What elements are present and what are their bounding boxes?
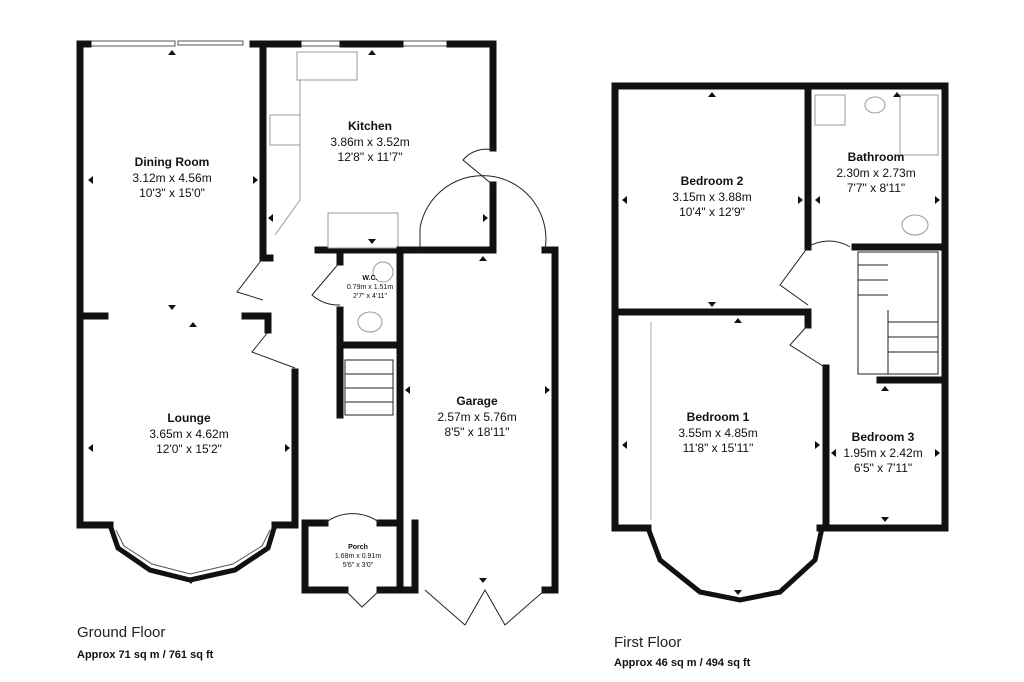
sliding-door — [177, 40, 244, 46]
svg-text:Garage: Garage — [456, 394, 498, 408]
room-bedroom-1: Bedroom 1 3.55m x 4.85m 11'8" x 15'11" — [678, 410, 757, 455]
svg-text:3.86m x 3.52m: 3.86m x 3.52m — [330, 135, 409, 149]
svg-text:2'7" x 4'11": 2'7" x 4'11" — [353, 293, 387, 300]
room-dining: Dining Room 3.12m x 4.56m 10'3" x 15'0" — [132, 155, 211, 200]
svg-text:1.95m x 2.42m: 1.95m x 2.42m — [843, 446, 922, 460]
svg-text:Bathroom: Bathroom — [848, 150, 905, 164]
room-bedroom-2: Bedroom 2 3.15m x 3.88m 10'4" x 12'9" — [672, 174, 751, 219]
svg-text:10'3" x 15'0": 10'3" x 15'0" — [139, 186, 205, 200]
svg-text:Porch: Porch — [348, 544, 368, 551]
svg-text:Dining Room: Dining Room — [135, 155, 210, 169]
svg-text:Bedroom 2: Bedroom 2 — [681, 174, 744, 188]
svg-text:Bedroom 3: Bedroom 3 — [852, 430, 915, 444]
svg-text:1.68m x 0.91m: 1.68m x 0.91m — [335, 553, 381, 560]
svg-text:2.57m x 5.76m: 2.57m x 5.76m — [437, 410, 516, 424]
kitchen-window-right — [399, 40, 451, 47]
svg-text:8'5" x 18'11": 8'5" x 18'11" — [445, 425, 510, 439]
ground-floor-label: Ground Floor — [77, 624, 166, 641]
svg-text:5'6" x 3'0": 5'6" x 3'0" — [343, 562, 374, 569]
room-lounge: Lounge 3.65m x 4.62m 12'0" x 15'2" — [149, 411, 228, 456]
first-floor-label: First Floor — [614, 634, 682, 651]
svg-text:3.65m x 4.62m: 3.65m x 4.62m — [149, 427, 228, 441]
svg-text:6'5" x 7'11": 6'5" x 7'11" — [854, 461, 912, 475]
svg-text:11'8" x 15'11": 11'8" x 15'11" — [683, 441, 754, 455]
svg-text:Lounge: Lounge — [167, 411, 211, 425]
svg-text:3.55m x 4.85m: 3.55m x 4.85m — [678, 426, 757, 440]
ground-floor-area: Approx 71 sq m / 761 sq ft — [77, 649, 214, 661]
room-garage: Garage 2.57m x 5.76m 8'5" x 18'11" — [437, 394, 516, 439]
ground-floor-walls — [76, 40, 559, 626]
svg-text:7'7" x 8'11": 7'7" x 8'11" — [847, 181, 905, 195]
first-floor-area: Approx 46 sq m / 494 sq ft — [614, 657, 751, 669]
svg-text:3.12m x 4.56m: 3.12m x 4.56m — [132, 171, 211, 185]
svg-text:Kitchen: Kitchen — [348, 119, 392, 133]
kitchen-window-left — [297, 40, 344, 47]
svg-text:2.30m x 2.73m: 2.30m x 2.73m — [836, 166, 915, 180]
first-floor-stairs — [857, 251, 939, 375]
first-floor-walls — [611, 82, 949, 603]
dining-window — [89, 40, 176, 47]
room-bedroom-3: Bedroom 3 1.95m x 2.42m 6'5" x 7'11" — [843, 430, 922, 475]
room-porch: Porch 1.68m x 0.91m 5'6" x 3'0" — [335, 544, 381, 569]
room-kitchen: Kitchen 3.86m x 3.52m 12'8" x 11'7" — [330, 119, 409, 164]
svg-text:12'0" x 15'2": 12'0" x 15'2" — [156, 442, 222, 456]
room-wc: W.C. 0.79m x 1.51m 2'7" x 4'11" — [347, 275, 393, 300]
svg-text:10'4" x 12'9": 10'4" x 12'9" — [679, 205, 745, 219]
svg-text:W.C.: W.C. — [362, 275, 377, 282]
svg-text:0.79m x 1.51m: 0.79m x 1.51m — [347, 284, 393, 291]
svg-text:Bedroom 1: Bedroom 1 — [687, 410, 750, 424]
ground-stairs — [344, 359, 394, 416]
room-bathroom: Bathroom 2.30m x 2.73m 7'7" x 8'11" — [836, 150, 915, 195]
dimension-arrows — [88, 50, 940, 595]
svg-text:3.15m x 3.88m: 3.15m x 3.88m — [672, 190, 751, 204]
svg-text:12'8" x 11'7": 12'8" x 11'7" — [338, 150, 403, 164]
